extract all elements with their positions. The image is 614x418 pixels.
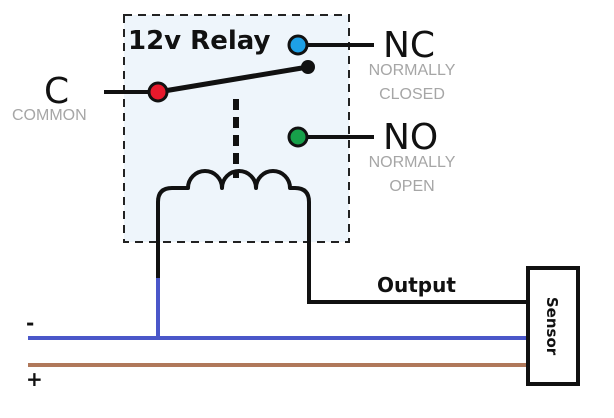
no-terminal-dot [287, 126, 309, 148]
common-terminal-letter: C [44, 71, 69, 112]
no-caption-line1: NORMALLY [369, 154, 456, 171]
sensor-box [526, 266, 580, 386]
common-terminal-dot [147, 81, 169, 103]
positive-sign: + [26, 367, 43, 391]
nc-caption-line2: CLOSED [379, 86, 445, 103]
sensor-label: Sensor [543, 297, 561, 356]
relay-title: 12v Relay [128, 26, 270, 56]
common-terminal-caption: COMMON [12, 107, 87, 124]
output-wire [307, 300, 528, 304]
negative-sign: - [26, 311, 34, 335]
switch-arm [155, 64, 311, 95]
relay-housing [123, 14, 350, 243]
switch-arm-pivot [301, 60, 315, 74]
no-terminal-letter: NO [383, 117, 438, 158]
nc-caption-line1: NORMALLY [369, 62, 456, 79]
output-label: Output [377, 273, 456, 297]
nc-terminal-dot [287, 34, 309, 56]
relay-coil [156, 169, 311, 302]
no-caption-line2: OPEN [389, 178, 434, 195]
nc-terminal-letter: NC [383, 25, 435, 66]
